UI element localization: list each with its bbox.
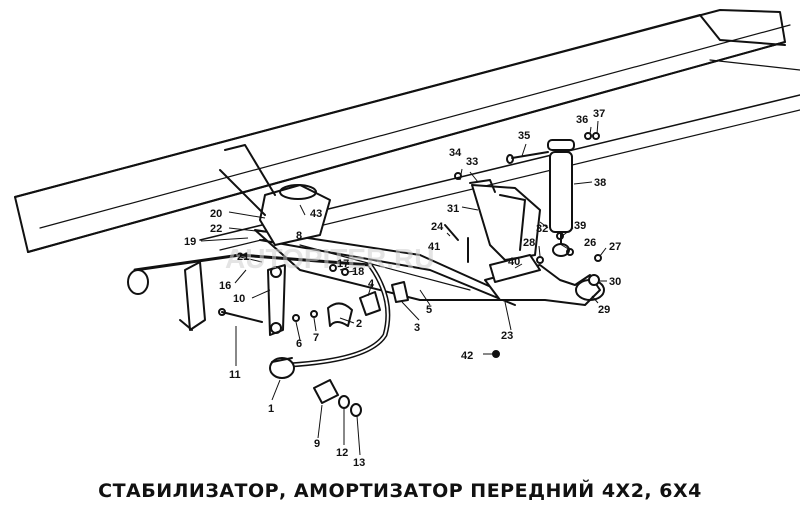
nut-17 (329, 264, 337, 272)
frame-rail (14, 9, 800, 253)
callout-21: 21 (237, 251, 249, 263)
callout-19: 19 (184, 236, 196, 248)
bolt-6 (292, 314, 300, 322)
bushing-4 (359, 291, 381, 316)
callout-4: 4 (368, 278, 375, 290)
shock-absorber (547, 139, 575, 257)
callout-7: 7 (313, 332, 319, 344)
callout-29: 29 (598, 304, 610, 316)
bushing-1 (269, 357, 295, 379)
callout-34: 34 (449, 147, 462, 159)
callout-11: 11 (229, 369, 241, 381)
callout-35: 35 (518, 130, 530, 142)
nut-37 (592, 132, 600, 140)
washer-7 (310, 310, 318, 318)
callout-38: 38 (594, 177, 606, 189)
callout-36: 36 (576, 114, 588, 126)
shock-mount-bracket (469, 179, 541, 261)
callout-26: 26 (584, 237, 596, 249)
frame-bracket (219, 144, 331, 246)
callout-3: 3 (414, 322, 420, 334)
callout-9: 9 (314, 438, 320, 450)
washer-12 (338, 395, 350, 409)
nut-30 (588, 274, 600, 286)
callout-23: 23 (501, 330, 513, 342)
callout-1: 1 (268, 403, 274, 415)
callout-33: 33 (466, 156, 478, 168)
callout-12: 12 (336, 447, 348, 459)
bolt-11 (218, 308, 263, 323)
callout-27: 27 (609, 241, 621, 253)
bolt-39 (556, 232, 564, 240)
callout-39: 39 (574, 220, 586, 232)
callout-30: 30 (609, 276, 621, 288)
stabilizer-bar (127, 253, 391, 368)
stabilizer-link (267, 264, 286, 336)
callout-37: 37 (593, 108, 605, 120)
lower-arm (484, 254, 605, 306)
callout-20: 20 (210, 208, 222, 220)
watermark: AUTOPITER.RU (225, 243, 435, 274)
callout-43: 43 (310, 208, 322, 220)
callout-18: 18 (352, 266, 364, 278)
callout-2: 2 (356, 318, 362, 330)
callout-10: 10 (233, 293, 245, 305)
leader-lines (200, 120, 607, 456)
washer-27 (594, 254, 602, 262)
cross-member-plate (254, 229, 521, 306)
callout-32: 32 (536, 223, 548, 235)
callout-40: 40 (508, 256, 520, 268)
callout-41: 41 (428, 241, 440, 253)
callout-22: 22 (210, 223, 222, 235)
nut-13 (350, 403, 362, 417)
clamp-2 (327, 302, 353, 327)
diagram-title: СТАБИЛИЗАТОР, АМОРТИЗАТОР ПЕРЕДНИЙ 4Х2, … (98, 480, 702, 502)
left-frame-bracket (179, 261, 206, 331)
callout-28: 28 (523, 237, 535, 249)
callout-13: 13 (353, 457, 365, 469)
callout-5: 5 (426, 304, 432, 316)
bolt-24 (444, 224, 459, 241)
callout-17: 17 (337, 258, 349, 270)
washer-36 (584, 132, 592, 140)
callout-6: 6 (296, 338, 302, 350)
callout-42: 42 (461, 350, 473, 362)
callout-8: 8 (296, 230, 302, 242)
callout-16: 16 (219, 280, 231, 292)
nut-28 (536, 256, 544, 264)
callout-31: 31 (447, 203, 459, 215)
bolt-26 (566, 248, 574, 256)
callout-labels: 1 2 3 4 5 6 7 8 9 10 11 12 13 16 17 18 1… (184, 108, 621, 469)
bushing-9 (313, 379, 339, 404)
callout-24: 24 (431, 221, 444, 233)
bracket-3 (391, 281, 409, 303)
pin-35 (506, 151, 549, 164)
